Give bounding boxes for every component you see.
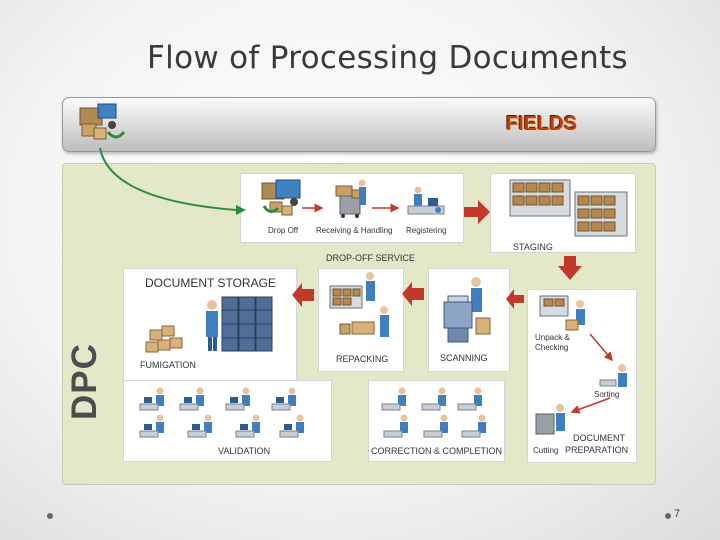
footer-left-dot: [47, 513, 53, 519]
correction-label: CORRECTION & COMPLETION: [371, 446, 502, 456]
registering-label: Registering: [406, 226, 446, 235]
repacking-icon: [330, 272, 389, 337]
validation-label: VALIDATION: [218, 446, 270, 456]
sorting-label: Sorting: [594, 390, 619, 399]
cutting-label: Cutting: [533, 446, 558, 455]
unpack-checking-icon: [540, 296, 585, 330]
staging-label: STAGING: [513, 242, 553, 252]
document-prep-label-line1: DOCUMENT: [573, 433, 625, 443]
green-flow-arrow: [100, 148, 246, 215]
repacking-label: REPACKING: [336, 354, 388, 364]
page-number: 7: [674, 508, 680, 520]
arrow-prep-scanning: [506, 289, 524, 309]
sorting-icon: [600, 364, 627, 387]
arrow-repacking-storage: [292, 283, 314, 307]
arrow-sorting-cutting: [572, 398, 610, 412]
correction-workers-icon: [382, 388, 486, 438]
cutting-icon: [536, 404, 565, 434]
staging-racks-icon: [510, 180, 627, 236]
dropoff-service-label: DROP-OFF SERVICE: [326, 253, 415, 263]
receiving-label: Receiving & Handling: [316, 226, 393, 235]
unpack-label-line2: Checking: [535, 343, 568, 352]
unpack-label-line1: Unpack &: [535, 333, 570, 342]
validation-workers-icon: [140, 388, 304, 438]
storage-cabinets-icon: [206, 297, 272, 351]
arrow-scanning-repacking: [402, 282, 424, 306]
dropoff-truck-icon: [262, 180, 300, 215]
receiving-cart-icon: [336, 180, 366, 219]
registering-desk-icon: [408, 187, 444, 215]
fumigation-boxes-icon: [146, 326, 182, 352]
fumigation-label: FUMIGATION: [140, 360, 196, 370]
document-prep-label-line2: PREPARATION: [565, 445, 628, 455]
footer-right-dot: [665, 513, 671, 519]
drop-off-label: Drop Off: [268, 226, 298, 235]
arrow-dropoff-staging: [464, 200, 490, 224]
document-storage-label: DOCUMENT STORAGE: [145, 276, 276, 290]
arrow-staging-prep: [558, 256, 582, 280]
scanning-label: SCANNING: [440, 353, 488, 363]
scanning-icon: [444, 277, 490, 342]
arrow-unpack-sorting: [590, 334, 612, 360]
